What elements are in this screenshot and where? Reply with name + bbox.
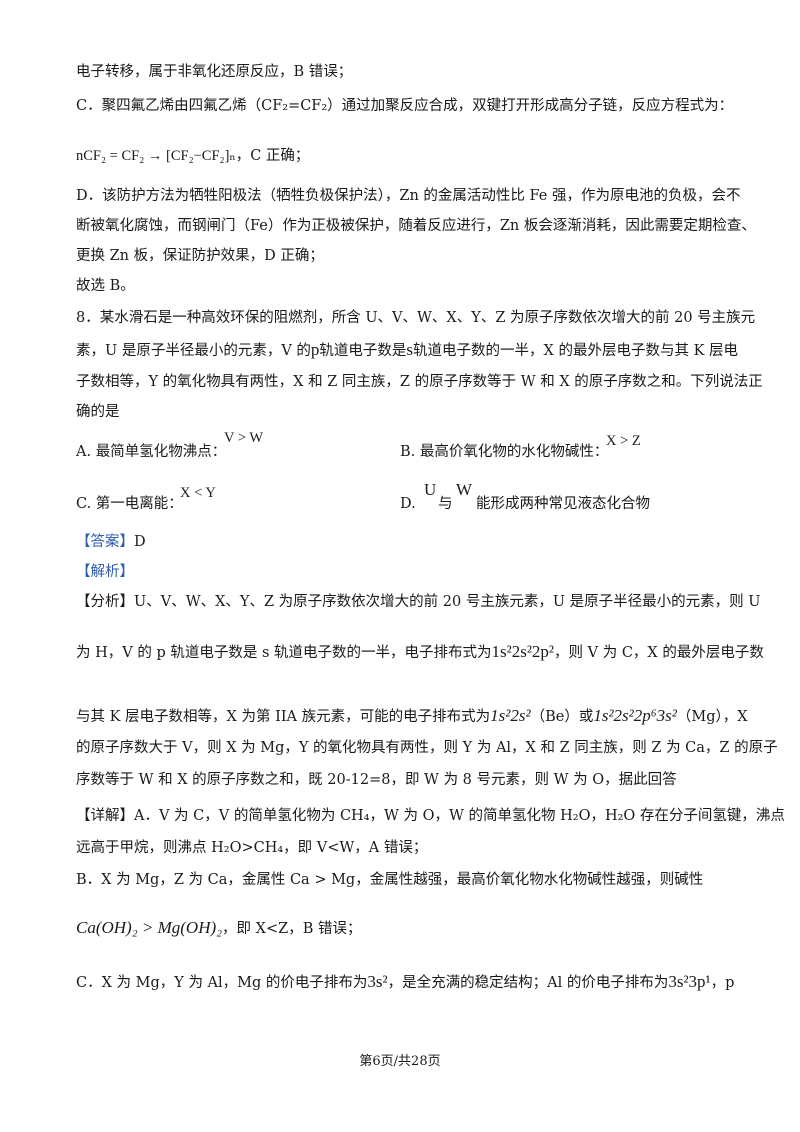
text-fragment: 为 H，V 的 p 轨道电子数是 s 轨道电子数的一半，电子排布式为	[76, 645, 492, 661]
text-fragment: ，即 X<Z，B 错误；	[222, 921, 362, 937]
option-b: B. 最高价氧化物的水化物碱性：	[400, 442, 608, 462]
text-line: 更换 Zn 板，保证防护效果，D 正确；	[76, 248, 324, 264]
text-fragment: （Mg），X	[676, 709, 748, 725]
text-fragment: ，C 正确；	[235, 148, 310, 164]
text-fragment: C．X 为 Mg，Y 为 Al，Mg 的价电子排布为	[76, 975, 368, 991]
option-label: B. 最高价氧化物的水化物碱性：	[400, 444, 609, 460]
electron-config: 1s²2s²2p⁶3s²	[593, 706, 677, 725]
option-label: D.	[400, 496, 416, 512]
analysis-line: 【分析】U、V、W、X、Y、Z 为原子序数依次增大的前 20 号主族元素，U 是…	[76, 594, 761, 610]
question-line: 确的是	[76, 404, 120, 420]
answer-line: 【答案】D	[76, 532, 730, 552]
text-fragment: 素，U 是原子半径最小的元素，V 的	[76, 343, 311, 359]
detail-line: B．X 为 Mg，Z 为 Ca，金属性 Ca > Mg，金属性越强，最高价氧化物…	[76, 872, 704, 888]
analysis-line: 与其 K 层电子数相等，X 为第 IIA 族元素，可能的电子排布式为1s²2s²…	[76, 706, 748, 727]
text-fragment: 轨道电子数是	[319, 343, 407, 359]
option-d-with: 与	[438, 496, 453, 512]
option-a-math: V > W	[224, 430, 264, 446]
electron-config: 1s²2s²	[490, 706, 531, 725]
text-fragment: ，p	[710, 975, 735, 991]
text-fragment: （Be）或	[530, 709, 594, 725]
electron-config: 3s²3p¹	[668, 972, 711, 991]
detail-line: Ca(OH)₂ > Mg(OH)₂，即 X<Z，B 错误；	[76, 918, 730, 939]
option-d: D.	[400, 494, 416, 514]
electron-config: 1s²2s²2p²	[491, 642, 555, 661]
option-b-math: X > Z	[606, 433, 641, 449]
text-line: C．聚四氟乙烯由四氟乙烯（CF₂=CF₂）通过加聚反应合成，双键打开形成高分子链…	[76, 98, 734, 114]
option-label: A. 最简单氢化物沸点：	[76, 444, 227, 460]
analysis-line: 为 H，V 的 p 轨道电子数是 s 轨道电子数的一半，电子排布式为1s²2s²…	[76, 642, 764, 663]
option-a: A. 最简单氢化物沸点：	[76, 442, 226, 462]
equation-line: nCF₂ = CF₂ → [CF₂−CF₂]ₙ，C 正确；	[76, 146, 730, 166]
text-line: 故选 B。	[76, 278, 135, 294]
text-fragment: ，则 V 为 C，X 的最外层电子数	[554, 645, 764, 661]
hydroxide-comparison: Ca(OH)₂ > Mg(OH)₂	[76, 918, 223, 937]
detail-line: 【详解】A．V 为 C，V 的简单氢化物为 CH₄，W 为 O，W 的简单氢化物…	[76, 808, 785, 824]
text-line: 断被氧化腐蚀，而钢闸门（Fe）作为正极被保护，随着反应进行，Zn 板会逐渐消耗，…	[76, 218, 756, 234]
question-line: 8．某水滑石是一种高效环保的阻燃剂，所含 U、V、W、X、Y、Z 为原子序数依次…	[76, 310, 756, 326]
electron-config: 3s²	[367, 972, 388, 991]
orbital-symbol: s	[406, 340, 414, 359]
answer-value: D	[134, 534, 146, 550]
option-d-w: W	[456, 480, 473, 499]
answer-tag: 【答案】	[76, 534, 134, 550]
option-c: C. 第一电离能：	[76, 494, 183, 514]
option-label: C. 第一电离能：	[76, 496, 183, 512]
reaction-equation: nCF₂ = CF₂ → [CF₂−CF₂]ₙ	[76, 148, 236, 164]
question-line: 素，U 是原子半径最小的元素，V 的p轨道电子数是s轨道电子数的一半，X 的最外…	[76, 340, 738, 361]
text-line: D．该防护方法为牺牲阳极法（牺牲负极保护法），Zn 的金属活动性比 Fe 强，作…	[76, 188, 741, 204]
text-fragment: 轨道电子数的一半，X 的最外层电子数与其 K 层电	[413, 343, 739, 359]
option-d-u: U	[424, 480, 437, 499]
option-c-math: X < Y	[180, 485, 216, 501]
analysis-line: 的原子序数大于 V，则 X 为 Mg，Y 的氧化物具有两性，则 Y 为 Al，X…	[76, 740, 778, 756]
option-d-tail: 能形成两种常见液态化合物	[476, 496, 650, 512]
detail-line: 远高于甲烷，则沸点 H₂O>CH₄，即 V<W，A 错误；	[76, 840, 428, 856]
question-line: 子数相等，Y 的氧化物具有两性，X 和 Z 同主族，Z 的原子序数等于 W 和 …	[76, 374, 763, 390]
text-fragment: 与其 K 层电子数相等，X 为第 IIA 族元素，可能的电子排布式为	[76, 709, 491, 725]
page-number: 第6页/共28页	[359, 1054, 441, 1069]
analysis-tag: 【解析】	[76, 564, 134, 580]
text-line: 电子转移，属于非氧化还原反应，B 错误；	[76, 64, 353, 80]
text-fragment: ，是全充满的稳定结构；Al 的价电子排布为	[387, 975, 669, 991]
analysis-line: 序数等于 W 和 X 的原子序数之和，既 20-12=8，即 W 为 8 号元素…	[76, 772, 677, 788]
detail-line: C．X 为 Mg，Y 为 Al，Mg 的价电子排布为3s²，是全充满的稳定结构；…	[76, 972, 734, 993]
orbital-symbol: p	[310, 340, 320, 359]
